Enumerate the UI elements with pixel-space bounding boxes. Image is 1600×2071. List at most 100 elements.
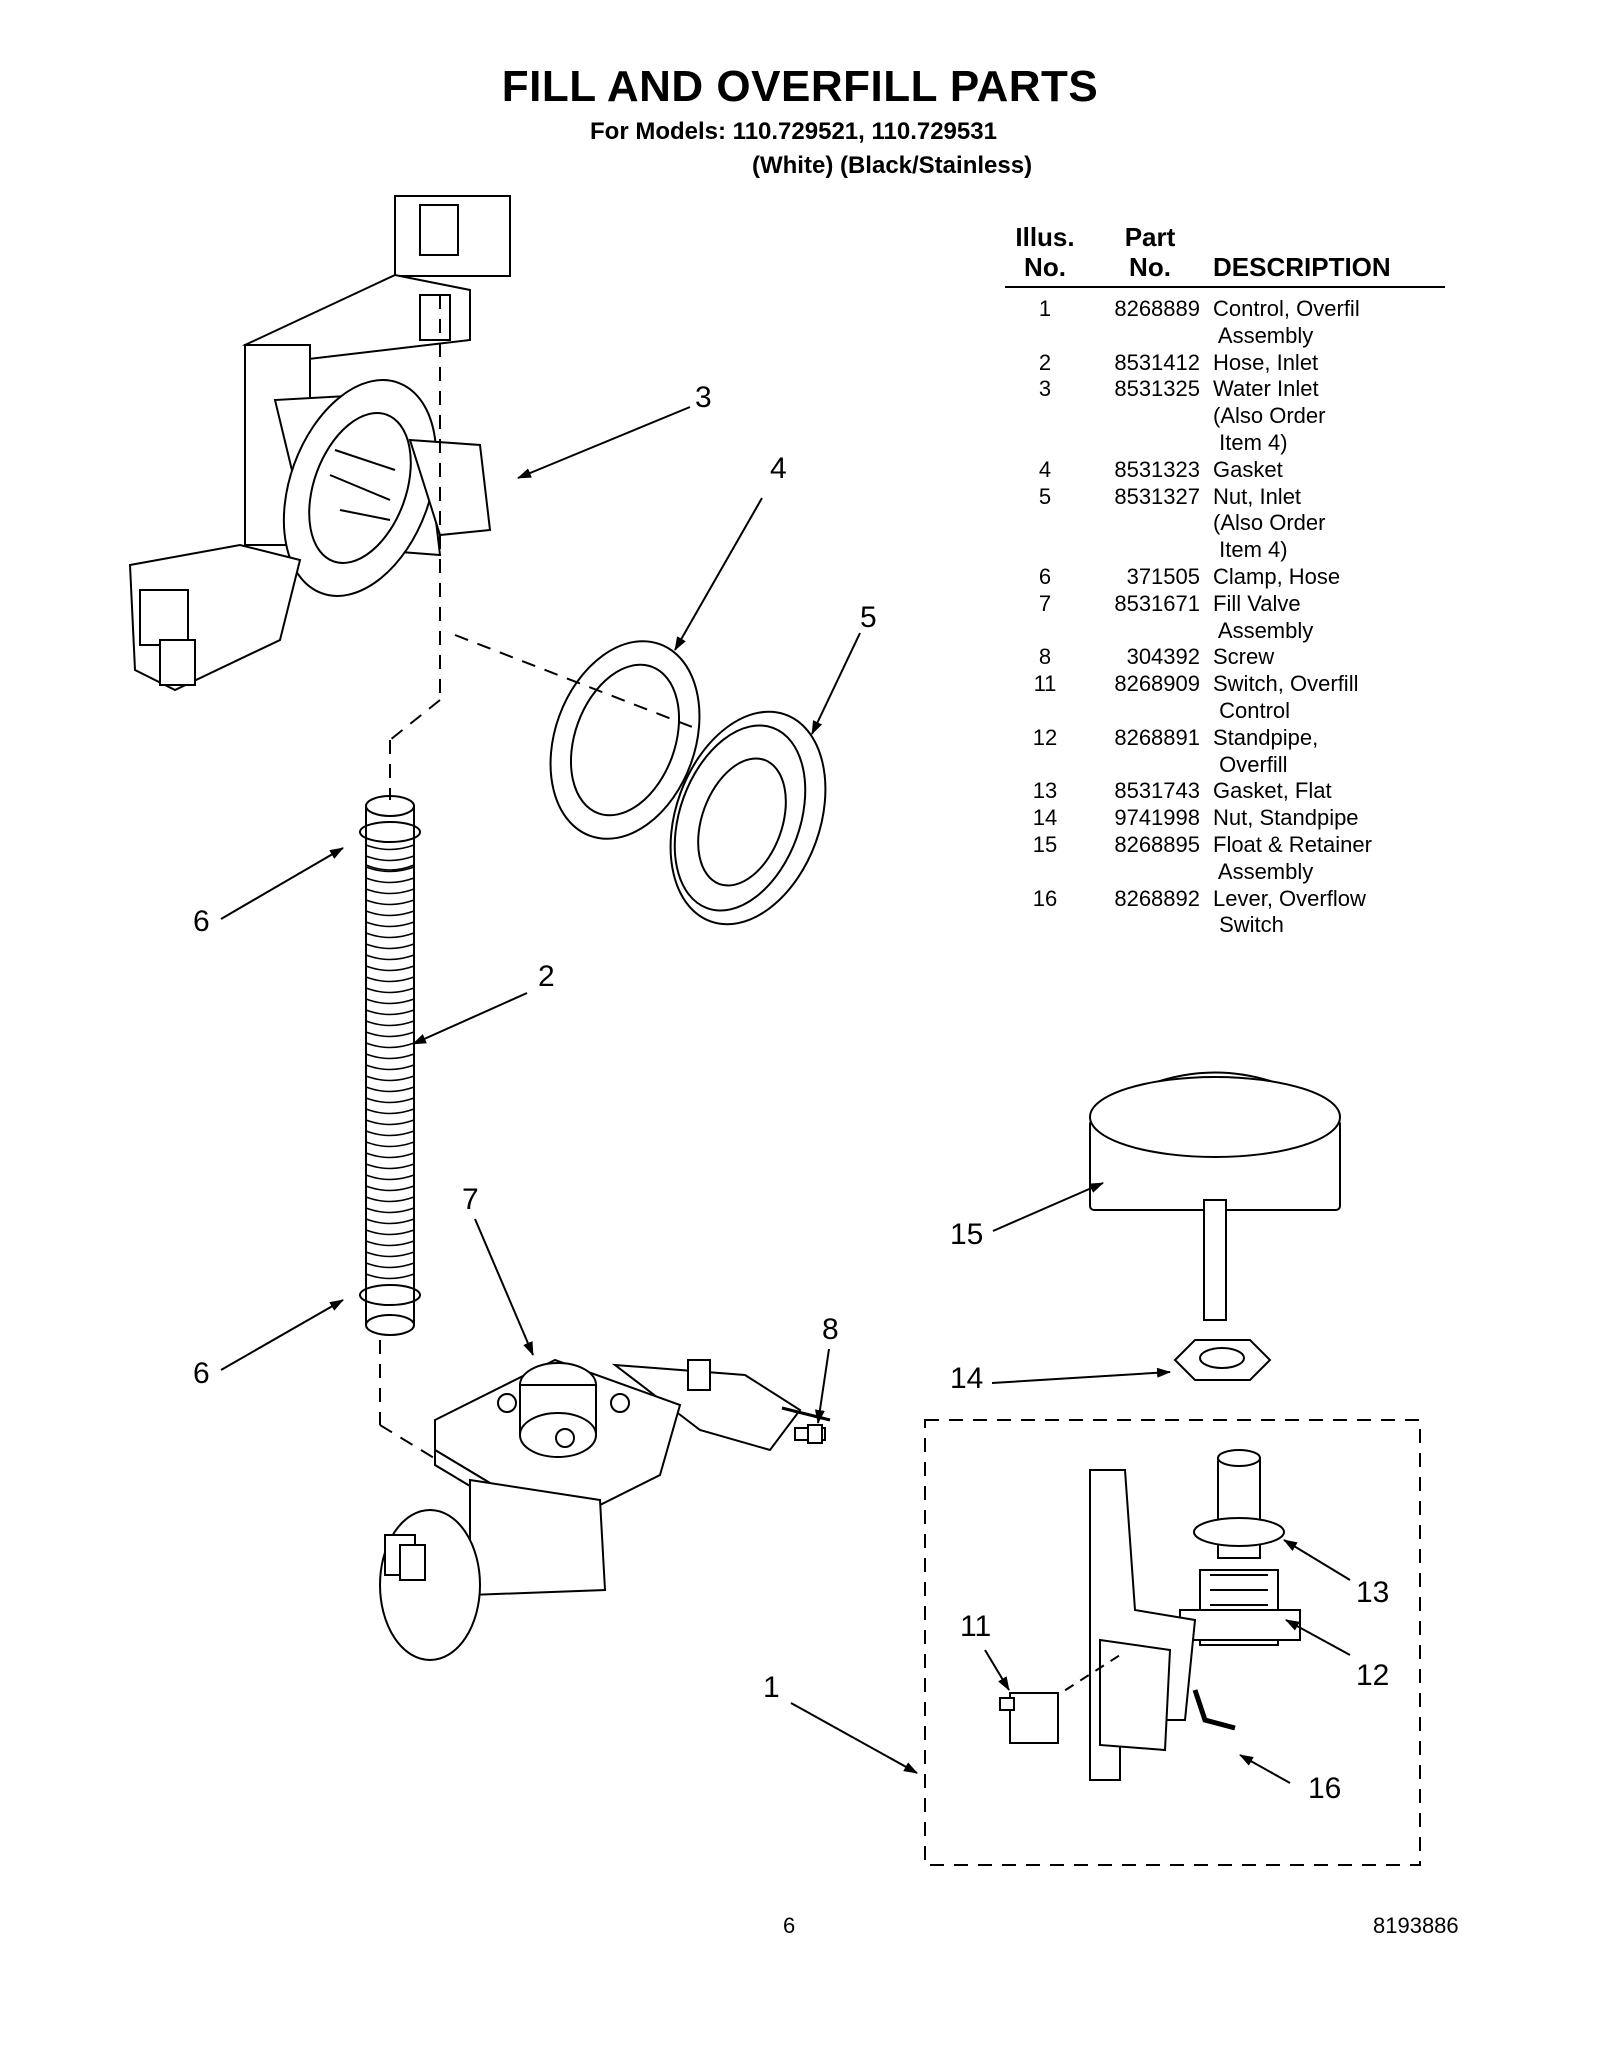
hose-rib (365, 1262, 415, 1269)
callout-3: 3 (695, 381, 712, 414)
hose-rib (365, 1240, 415, 1247)
illus-number: 16 (1032, 885, 1058, 911)
water-inlet-drawing (128, 195, 511, 692)
illus-number: 6 (1038, 563, 1052, 589)
hose-rib (365, 1020, 415, 1027)
standpipe-nut-drawing (1173, 1339, 1272, 1381)
part-number: 8531671 (1114, 590, 1200, 616)
hose-rib (365, 1119, 415, 1126)
screw-drawing (794, 1424, 826, 1444)
hose-rib (365, 888, 415, 895)
hose-rib (365, 954, 415, 961)
illus-number: 14 (1032, 805, 1058, 831)
hose-rib (365, 855, 415, 862)
hose-rib (365, 1251, 415, 1258)
callout-6-upper: 6 (193, 905, 210, 938)
callout-5: 5 (860, 601, 877, 634)
hose-rib (365, 976, 415, 983)
part-number: 8268889 (1114, 296, 1200, 321)
illus-number: 5 (1038, 483, 1052, 509)
part-description: Standpipe, Overfill (1213, 724, 1319, 777)
part-description: Lever, Overflow Switch (1213, 885, 1366, 938)
part-description: Gasket (1213, 456, 1283, 482)
float-drawing (1089, 1071, 1341, 1321)
hose-rib (365, 877, 415, 884)
part-description: Nut, Standpipe (1213, 805, 1359, 831)
part-number: 8531323 (1114, 456, 1200, 482)
part-description: Float & Retainer Assembly (1213, 831, 1372, 884)
part-number: 8531325 (1114, 376, 1200, 402)
hose-rib (365, 932, 415, 939)
hose-rib (365, 1075, 415, 1082)
colors-line: (White) (Black/Stainless) (752, 152, 1033, 179)
part-description: Screw (1213, 644, 1275, 670)
callout-14: 14 (950, 1362, 984, 1395)
part-number: 8531743 (1114, 778, 1200, 804)
hose-rib (365, 866, 415, 873)
parts-table-header: Illus. No. Part No. DESCRIPTION (1005, 220, 1445, 288)
gasket-drawing (549, 640, 701, 840)
callout-11: 11 (960, 1610, 992, 1643)
illus-number: 1 (1038, 296, 1052, 321)
lever-drawing (1192, 1689, 1236, 1731)
illus-number: 12 (1032, 724, 1058, 750)
fill-valve-drawing (379, 1358, 831, 1661)
parts-table: Illus. No. Part No. DESCRIPTION 1 8268889… (1005, 220, 1445, 939)
part-description: Gasket, Flat (1213, 778, 1332, 804)
hose-rib (365, 1053, 415, 1060)
inlet-nut-drawing (669, 710, 827, 926)
hose-rib (365, 1042, 415, 1049)
hose-rib (365, 1218, 415, 1225)
control-bracket-drawing (1089, 1469, 1197, 1781)
parts-table-row: 14 9741998 Nut, Standpipe (1005, 805, 1445, 832)
illus-number: 8 (1038, 644, 1052, 670)
parts-table-row: 13 8531743 Gasket, Flat (1005, 778, 1445, 805)
part-number: 8268892 (1114, 885, 1200, 911)
hose-rib (365, 1108, 415, 1115)
hose-rib (365, 1229, 415, 1236)
part-description: Control, Overfil Assembly (1213, 296, 1360, 348)
header-part-2: No. (1129, 252, 1171, 282)
part-description: Fill Valve Assembly (1213, 590, 1314, 643)
illus-number: 3 (1038, 376, 1052, 402)
part-number: 371505 (1126, 563, 1200, 589)
header-description: DESCRIPTION (1213, 252, 1391, 282)
illus-number: 15 (1032, 831, 1058, 857)
hose-rib (365, 844, 415, 851)
hose-rib (365, 899, 415, 906)
callout-4: 4 (770, 452, 787, 485)
callout-15: 15 (950, 1218, 984, 1251)
parts-table-row: 6 371505 Clamp, Hose (1005, 564, 1445, 591)
parts-table-row: 16 8268892 Lever, Overflow Switch (1005, 886, 1445, 940)
parts-table-row: 1 8268889 Control, Overfil Assembly (1005, 296, 1445, 350)
callout-2: 2 (538, 960, 555, 993)
illus-number: 7 (1038, 590, 1052, 616)
callout-7: 7 (462, 1183, 479, 1216)
illus-number: 13 (1032, 778, 1058, 804)
assembly-boundary (924, 1419, 1421, 1866)
callout-12: 12 (1356, 1659, 1390, 1692)
hose-rib (365, 1130, 415, 1137)
callout-1: 1 (763, 1671, 780, 1704)
hose-rib (365, 1031, 415, 1038)
header-illus-2: No. (1024, 252, 1066, 282)
hose-rib (365, 1141, 415, 1148)
part-description: Clamp, Hose (1213, 563, 1341, 589)
switch-drawing (999, 1692, 1059, 1744)
hose-rib (365, 1174, 415, 1181)
hose-rib (365, 998, 415, 1005)
part-number: 9741998 (1114, 805, 1200, 831)
parts-table-row: 7 8531671 Fill Valve Assembly (1005, 591, 1445, 645)
standpipe-drawing (1179, 1449, 1301, 1646)
callout-16: 16 (1308, 1772, 1342, 1805)
page-title: FILL AND OVERFILL PARTS (501, 62, 1099, 111)
